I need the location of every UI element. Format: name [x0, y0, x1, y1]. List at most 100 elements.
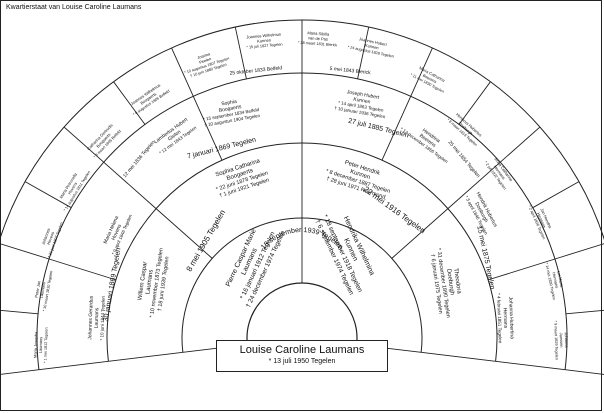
marriage-paternal-gp-text: 8 mei 1905 Tegelen [185, 208, 228, 273]
person-outer-1[interactable]: Maria Josepha Laumans * 1 mei 1812 Tegel… [32, 327, 49, 363]
fan-separator-line [48, 258, 116, 281]
fan-separator-line [391, 208, 449, 259]
fan-separator-line [447, 161, 501, 209]
person-outer-6[interactable]: Joannes Wilhelmus Boogaerts * 6 augustus… [126, 80, 171, 117]
person-outer-5[interactable]: Catharina Gertrudis Boogaerts * 3 maart … [85, 122, 122, 159]
person-outer-9[interactable]: Maria Sibilla van de Pas * 28 maart 1831… [298, 30, 339, 48]
fan-separator-line [532, 181, 580, 209]
fan-separator-line [488, 258, 556, 281]
svg-text:Laumans: Laumans [39, 282, 47, 299]
svg-text:Maria Josepha: Maria Josepha [33, 331, 39, 358]
person-ggp-1[interactable]: Johannes Gerardus Laumans * 10 juni 1844… [87, 295, 106, 341]
svg-text:Willem Caspar: Willem Caspar [137, 261, 148, 300]
svg-text:Kunnen: Kunnen [257, 37, 271, 43]
svg-text:* 14 mei 1830 Tegelen: * 14 mei 1830 Tegelen [544, 262, 556, 300]
svg-text:Laumans: Laumans [38, 337, 44, 354]
fan-separator-line [0, 309, 39, 315]
root-person-box[interactable]: Louise Caroline Laumans * 13 juli 1950 T… [216, 340, 388, 372]
person-outer-10[interactable]: Joannes Hubert Kunnen * 24 augustus 1828… [347, 34, 396, 58]
person-outer-7[interactable]: Joanna Peelen * 10 augustus 1807 Tegelen… [180, 46, 231, 80]
person-outer-14[interactable]: Jan Hendrik Hermans * 2 april 1826 Tegel… [527, 200, 556, 240]
fan-separator-line [108, 351, 183, 362]
person-grandfather-maternal[interactable]: Peter Hendrik Kunnen * 8 december 1887 T… [323, 155, 395, 201]
svg-text:Janssen: Janssen [559, 332, 565, 347]
root-person-birth: * 13 juli 1950 Tegelen [268, 358, 336, 365]
svg-text:* 28 maart 1831 Blerick: * 28 maart 1831 Blerick [298, 41, 338, 48]
root-person-name: Louise Caroline Laumans [239, 344, 365, 356]
svg-text:Boogaerts: Boogaerts [218, 104, 242, 114]
marriage-ggp-4-text: 15 mei 1875 Tegelen [475, 225, 495, 290]
fan-ring-arc [246, 282, 358, 345]
person-grandmother-maternal[interactable]: Theodora Doeburgh * 31 december 1890 Teg… [428, 246, 465, 319]
person-outer-3[interactable]: Johannes Hovens * 21 juni 1807 Tegelen [37, 218, 64, 259]
person-outer-15[interactable]: Lei Maria Hermans * 14 mei 1830 Tegelen [544, 260, 567, 300]
fan-separator-line [0, 369, 39, 375]
fan-separator-line [234, 26, 247, 79]
person-ggp-7[interactable]: Hendrik Hubertus Doeburgh * 3 april 1846… [464, 189, 500, 236]
svg-text:Joannes Hubert: Joannes Hubert [359, 36, 389, 47]
fan-separator-line [421, 351, 496, 362]
person-mother[interactable]: Hendrika Wilhelmina Kunnen * 18 septembe… [313, 206, 380, 298]
person-ggp-5[interactable]: Joseph Hubert Kunnen * 14 april 1863 Teg… [334, 88, 389, 120]
person-ggp-6[interactable]: Hendrina Beerens * 12 december 1856 Tege… [399, 117, 456, 165]
svg-text:Hermans: Hermans [536, 212, 547, 229]
person-ggp-4[interactable]: Lambertus Hubert Gielen * 12 mei 1843 Te… [151, 115, 198, 155]
marriage-outer-2-text: 5 mei 1843 Blerick [329, 66, 371, 76]
svg-text:* 10 juni 1844 Tegelen: * 10 juni 1844 Tegelen [99, 295, 106, 340]
svg-text:van de Pas: van de Pas [308, 35, 328, 41]
fan-separator-line [0, 243, 50, 260]
svg-text:Laumans: Laumans [145, 269, 154, 294]
svg-text:Peter Jan: Peter Jan [34, 280, 42, 298]
marriage-ggp-2-text: 7 januari 1869 Tegelen [186, 137, 256, 161]
outer-ring-persons: Maria Josepha Laumans * 1 mei 1812 Tegel… [32, 30, 570, 363]
svg-text:Hovens: Hovens [67, 181, 78, 195]
svg-text:Laumans: Laumans [94, 307, 101, 328]
person-grandfather-paternal[interactable]: Willem Caspar Laumans * 10 november 1873… [135, 246, 172, 319]
marriage-outer-3-text: 12 mei 1836 Tegelen [122, 140, 157, 180]
marriage-ggp-1-text: 30 januari 1869 Tegelen [103, 247, 123, 322]
person-ggp-3[interactable]: Sophia Boogaerts * 15 september 1834 Bel… [201, 95, 261, 128]
fan-separator-line [38, 360, 109, 371]
person-outer-8[interactable]: Joannes Wilhelmus Kunnen * 15 juli 1827 … [245, 31, 283, 50]
fan-separator-line [495, 360, 566, 371]
fan-separator-line [24, 181, 72, 209]
svg-text:Beerens: Beerens [422, 73, 438, 84]
fan-separator-line [63, 126, 105, 163]
person-outer-2[interactable]: Peter Jan Laumans * 10 maart 1810 Tegele… [32, 268, 54, 311]
person-outer-11[interactable]: Maria Catharina Beerens * 11 mei 1830 Te… [410, 63, 450, 94]
svg-text:Joanna: Joanna [197, 51, 212, 60]
fan-separator-line [155, 208, 213, 259]
svg-text:Joannes Wilhelmus: Joannes Wilhelmus [246, 32, 281, 40]
fan-separator-line [171, 47, 194, 97]
svg-text:Hermans: Hermans [551, 272, 559, 289]
fan-separator-line [410, 47, 433, 97]
svg-text:* 15 juli 1827 Tegelen: * 15 juli 1827 Tegelen [246, 42, 282, 49]
fan-separator-line [381, 96, 412, 161]
fan-separator-line [192, 96, 223, 161]
fan-separator-line [565, 309, 604, 315]
svg-text:Sophia: Sophia [221, 99, 238, 108]
fan-separator-line [565, 369, 604, 375]
svg-text:* 4 februari 1851 Tegelen: * 4 februari 1851 Tegelen [496, 293, 503, 344]
svg-text:Kunnen: Kunnen [353, 97, 371, 106]
person-grandmother-paternal[interactable]: Sophia Catharina Boogaerts * 22 juni 187… [211, 157, 271, 199]
svg-text:Doeburgh: Doeburgh [445, 269, 455, 296]
svg-text:Peelen: Peelen [198, 56, 211, 65]
document-title: Kwartierstaat van Louise Caroline Lauman… [6, 4, 142, 11]
svg-text:Maria Sibilla: Maria Sibilla [307, 30, 330, 37]
svg-text:Johannes Gerardus: Johannes Gerardus [87, 295, 95, 340]
svg-text:* 10 maart 1810 Tegelen: * 10 maart 1810 Tegelen [42, 270, 53, 311]
fan-separator-line [113, 81, 146, 125]
svg-text:Hovens: Hovens [46, 231, 55, 245]
marriage-outer-1-text: 25 oktober 1833 Belfeld [229, 65, 282, 77]
person-ggp-8[interactable]: Johanna Hubertina Hermans * 4 februari 1… [496, 293, 515, 344]
person-father[interactable]: Pierre Caspar Marie Laumans * 16 januari… [220, 218, 287, 309]
svg-text:* 9 maart 1829 Tegelen: * 9 maart 1829 Tegelen [553, 321, 558, 360]
person-outer-16[interactable]: Johanna Janssen * 9 maart 1829 Tegelen [553, 320, 569, 360]
fan-separator-line [357, 26, 370, 79]
fan-separator-line [499, 126, 541, 163]
fan-separator-line [458, 81, 491, 125]
fan-separator-line [554, 243, 604, 260]
svg-text:* 1 mei 1812 Tegelen: * 1 mei 1812 Tegelen [43, 327, 48, 363]
